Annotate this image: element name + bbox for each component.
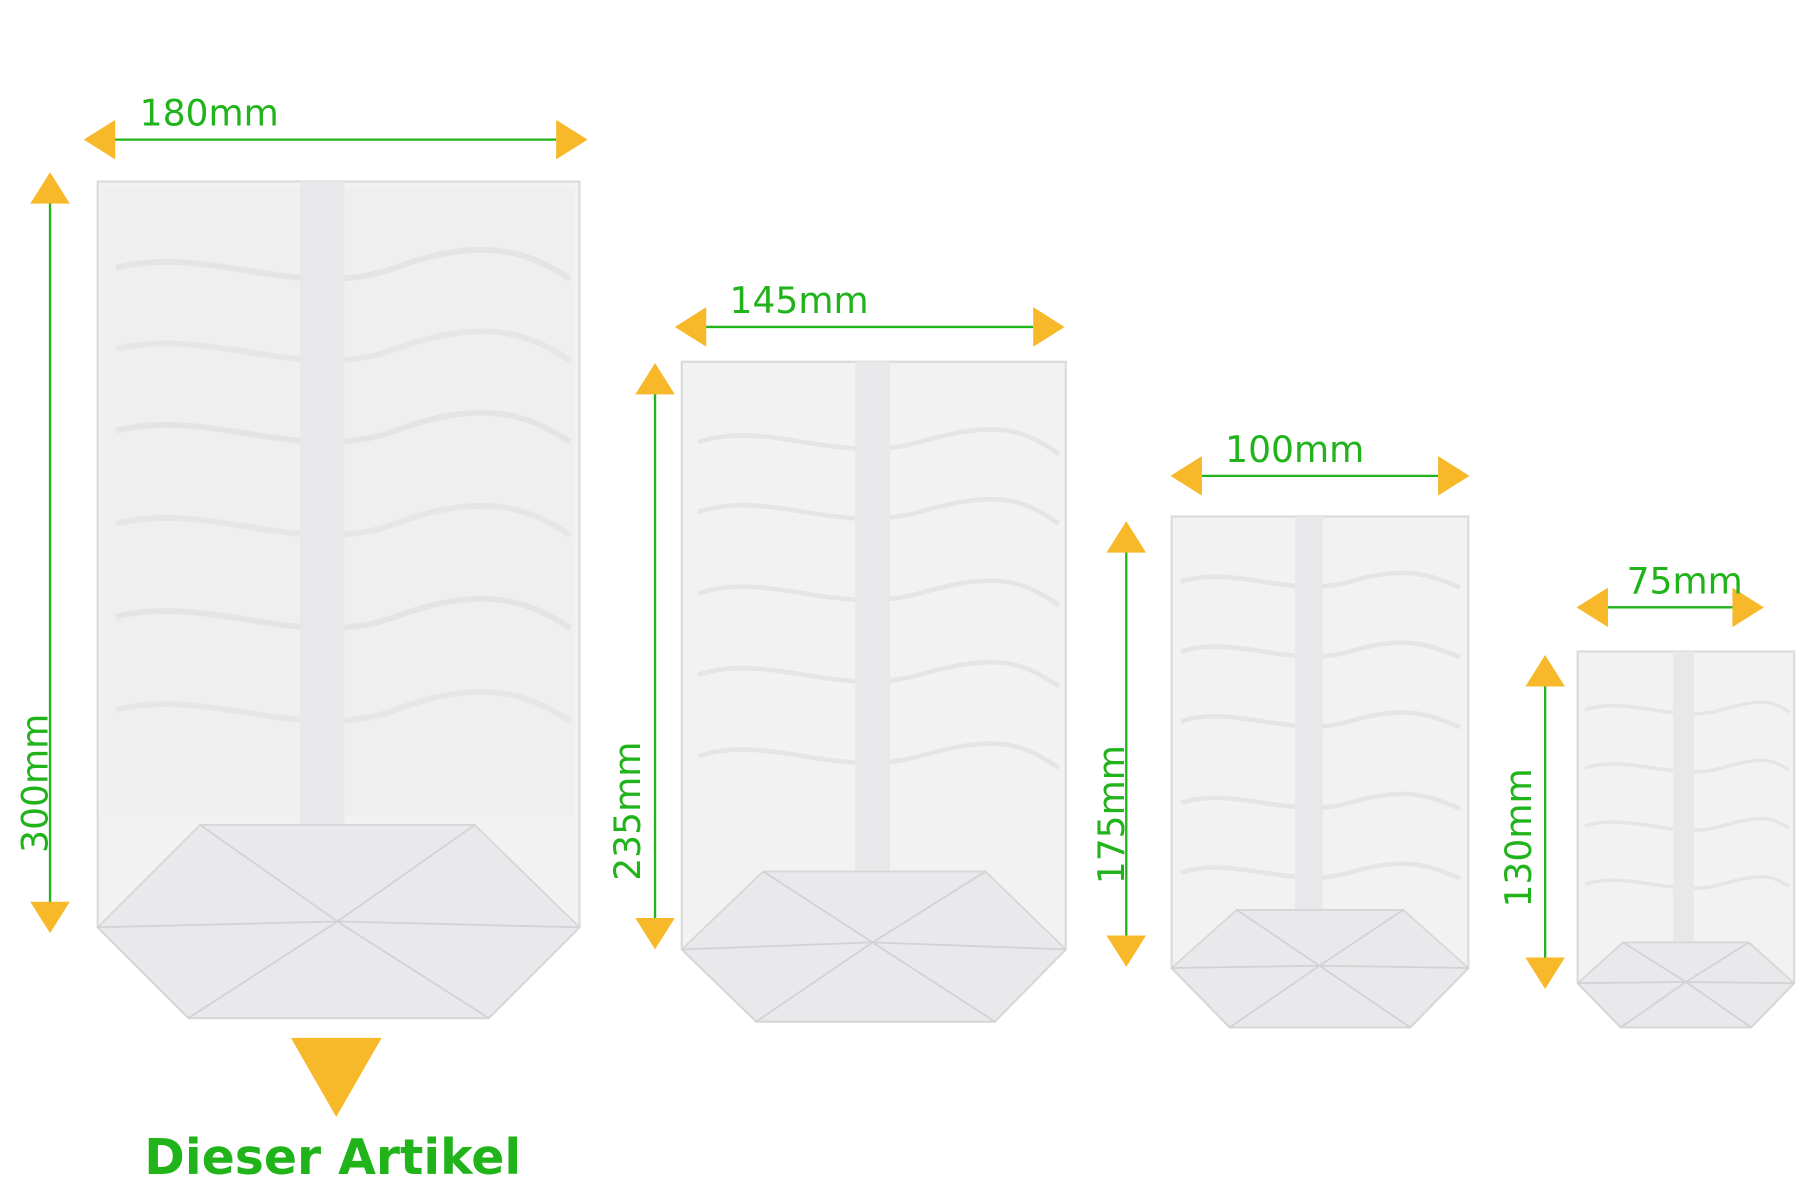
bag-m: [1170, 515, 1470, 1029]
marker-arrow-icon: [290, 1037, 382, 1117]
dimension-arrows: [30, 119, 1764, 989]
bag-s-width-label: 75mm: [1626, 560, 1743, 603]
bag-xl-height-label: 300mm: [15, 713, 58, 853]
bag-l-width-label: 145mm: [729, 280, 869, 323]
bag-xl-width-label: 180mm: [139, 93, 279, 135]
bag-m-width-label: 100mm: [1225, 429, 1365, 472]
this-item-label: Dieser Artikel: [144, 1128, 522, 1186]
bag-s-height-label: 130mm: [1498, 768, 1541, 908]
bag-xl: [96, 180, 581, 1020]
bag-l: [680, 360, 1068, 1023]
bag-l-height-label: 235mm: [607, 741, 650, 881]
bag-s: [1576, 650, 1796, 1029]
bag-m-height-label: 175mm: [1091, 745, 1134, 885]
